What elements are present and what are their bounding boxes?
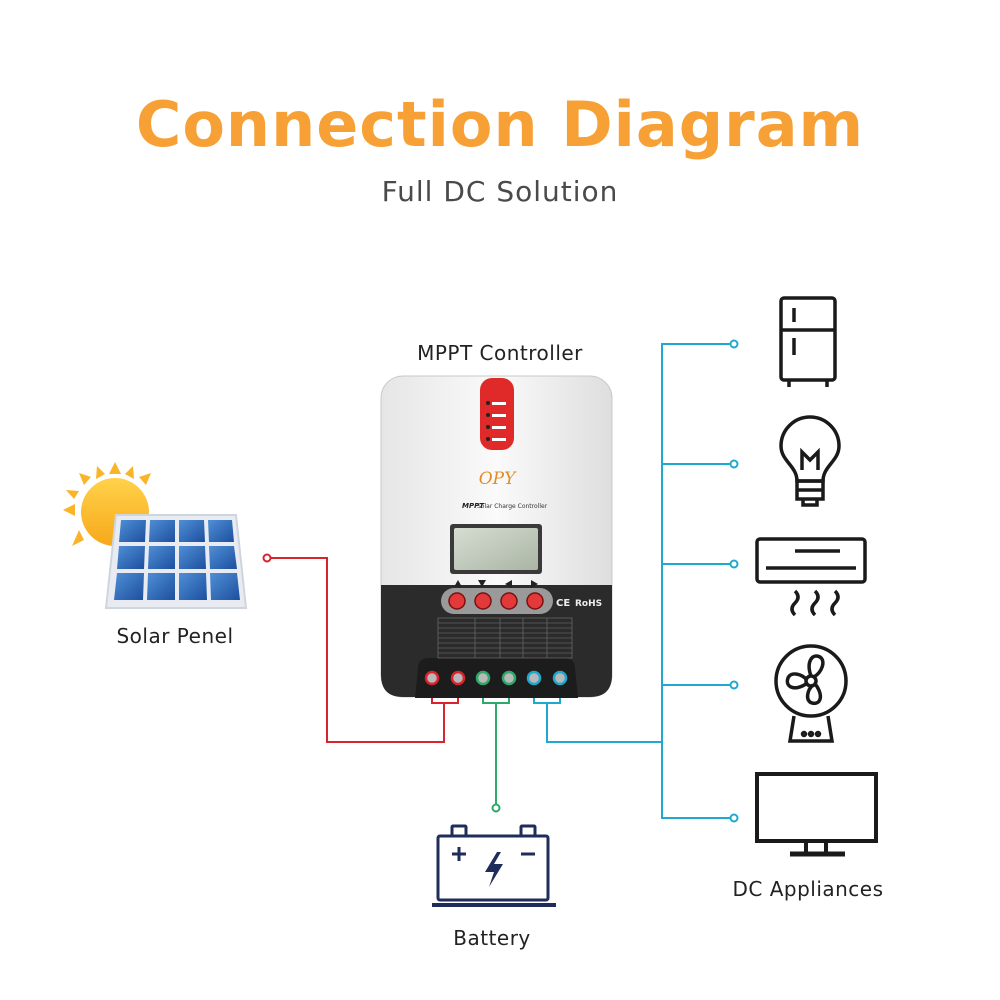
dc-appliances-label: DC Appliances: [732, 877, 884, 901]
battery-label: Battery: [453, 926, 531, 950]
refrigerator-icon: [779, 296, 837, 387]
controller-buttons: [448, 592, 544, 610]
controller-model-name: Solar Charge Controller: [477, 503, 548, 510]
solar-panel-label: Solar Penel: [116, 624, 234, 648]
rohs-mark: RoHS: [575, 599, 602, 609]
right-button[interactable]: [526, 592, 544, 610]
air-conditioner-icon: [755, 537, 867, 617]
controller-terminals: [424, 670, 568, 686]
controller-label: MPPT Controller: [417, 341, 583, 365]
ce-mark: CE: [556, 598, 570, 609]
down-button[interactable]: [474, 592, 492, 610]
solar-panel-icon: [63, 462, 248, 609]
solar-terminal-dot: [262, 553, 272, 563]
mppt-controller-device: OPY MPPT Solar Charge Controller: [380, 375, 613, 698]
lcd-screen: [454, 528, 538, 570]
page-subtitle: Full DC Solution: [381, 175, 619, 208]
fan-icon: [774, 644, 848, 743]
up-button[interactable]: [448, 592, 466, 610]
battery-icon: [432, 824, 556, 907]
left-button[interactable]: [500, 592, 518, 610]
controller-model-prefix: MPPT: [462, 502, 485, 510]
battery-wire: [482, 688, 510, 806]
controller-brand: OPY: [479, 469, 517, 489]
spec-table: [437, 617, 573, 659]
tv-monitor-icon: [755, 772, 878, 857]
light-bulb-icon: [779, 415, 841, 507]
page-title: Connection Diagram: [135, 88, 865, 161]
load-terminal-dots: [729, 339, 739, 823]
battery-terminal-dot: [491, 803, 501, 813]
